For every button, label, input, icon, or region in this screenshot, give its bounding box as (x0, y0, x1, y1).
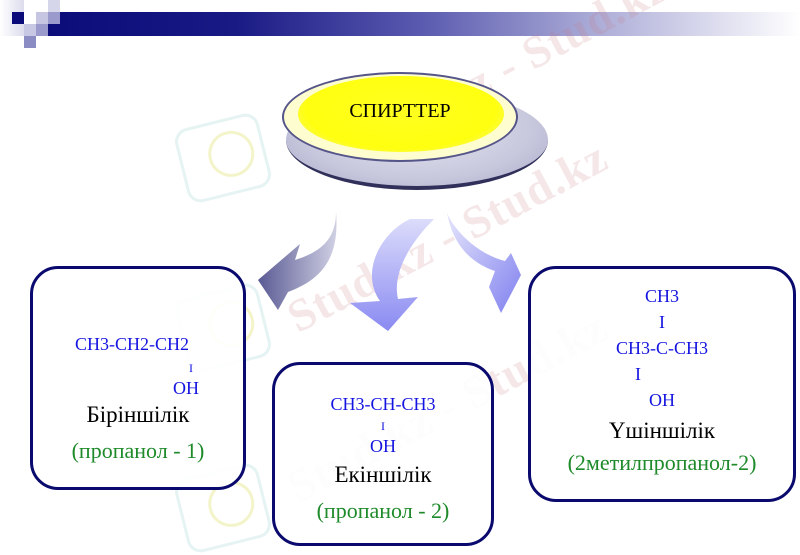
header-square-decoration (48, 12, 60, 24)
formula-line: CH3-C-CH3 (615, 338, 708, 358)
compound-name: (пропанол - 2) (316, 498, 450, 523)
bond-line: I (189, 361, 193, 375)
header-square-decoration (24, 24, 36, 36)
header-square-decoration (12, 12, 24, 24)
formula-line: OH (370, 436, 396, 456)
compound-name: (пропанол - 1) (71, 438, 205, 463)
formula-line: OH (173, 378, 199, 398)
formula-line: CH3-CH2-CH2 (75, 334, 190, 354)
watermark-logo-icon (172, 110, 274, 206)
title-label: СПИРТТЕР (349, 100, 451, 122)
formula-line: CH3-CH-CH3 (330, 394, 436, 414)
arrow-down-icon (350, 219, 434, 331)
bond-line: I (381, 419, 385, 433)
header-square-decoration (48, 0, 60, 12)
header-square-decoration (36, 24, 48, 36)
arrow-left-icon (258, 212, 337, 310)
header-square-decoration (24, 36, 36, 48)
compound-name: (2метилпропанол-2) (567, 450, 757, 475)
bond-line: I (635, 364, 641, 384)
formula-line: OH (649, 390, 675, 410)
arrow-right-icon (447, 213, 521, 313)
header-square-decoration (36, 12, 48, 24)
formula-line: CH3 (644, 286, 679, 306)
alcohol-type: Үшіншілік (608, 418, 716, 443)
tertiary-alcohol-card: CH3 I CH3-C-CH3 I OH Үшіншілік (2метилпр… (528, 266, 796, 502)
bond-line: I (659, 312, 665, 332)
secondary-alcohol-card: CH3-CH-CH3 I OH Екіншілік (пропанол - 2) (272, 362, 494, 546)
alcohol-type: Екіншілік (334, 462, 432, 487)
header-gradient-band (48, 12, 800, 36)
alcohol-type: Біріншілік (86, 402, 190, 427)
title-button-face (298, 76, 504, 152)
primary-alcohol-card: CH3-CH2-CH2 I OH Біріншілік (пропанол - … (30, 266, 246, 490)
